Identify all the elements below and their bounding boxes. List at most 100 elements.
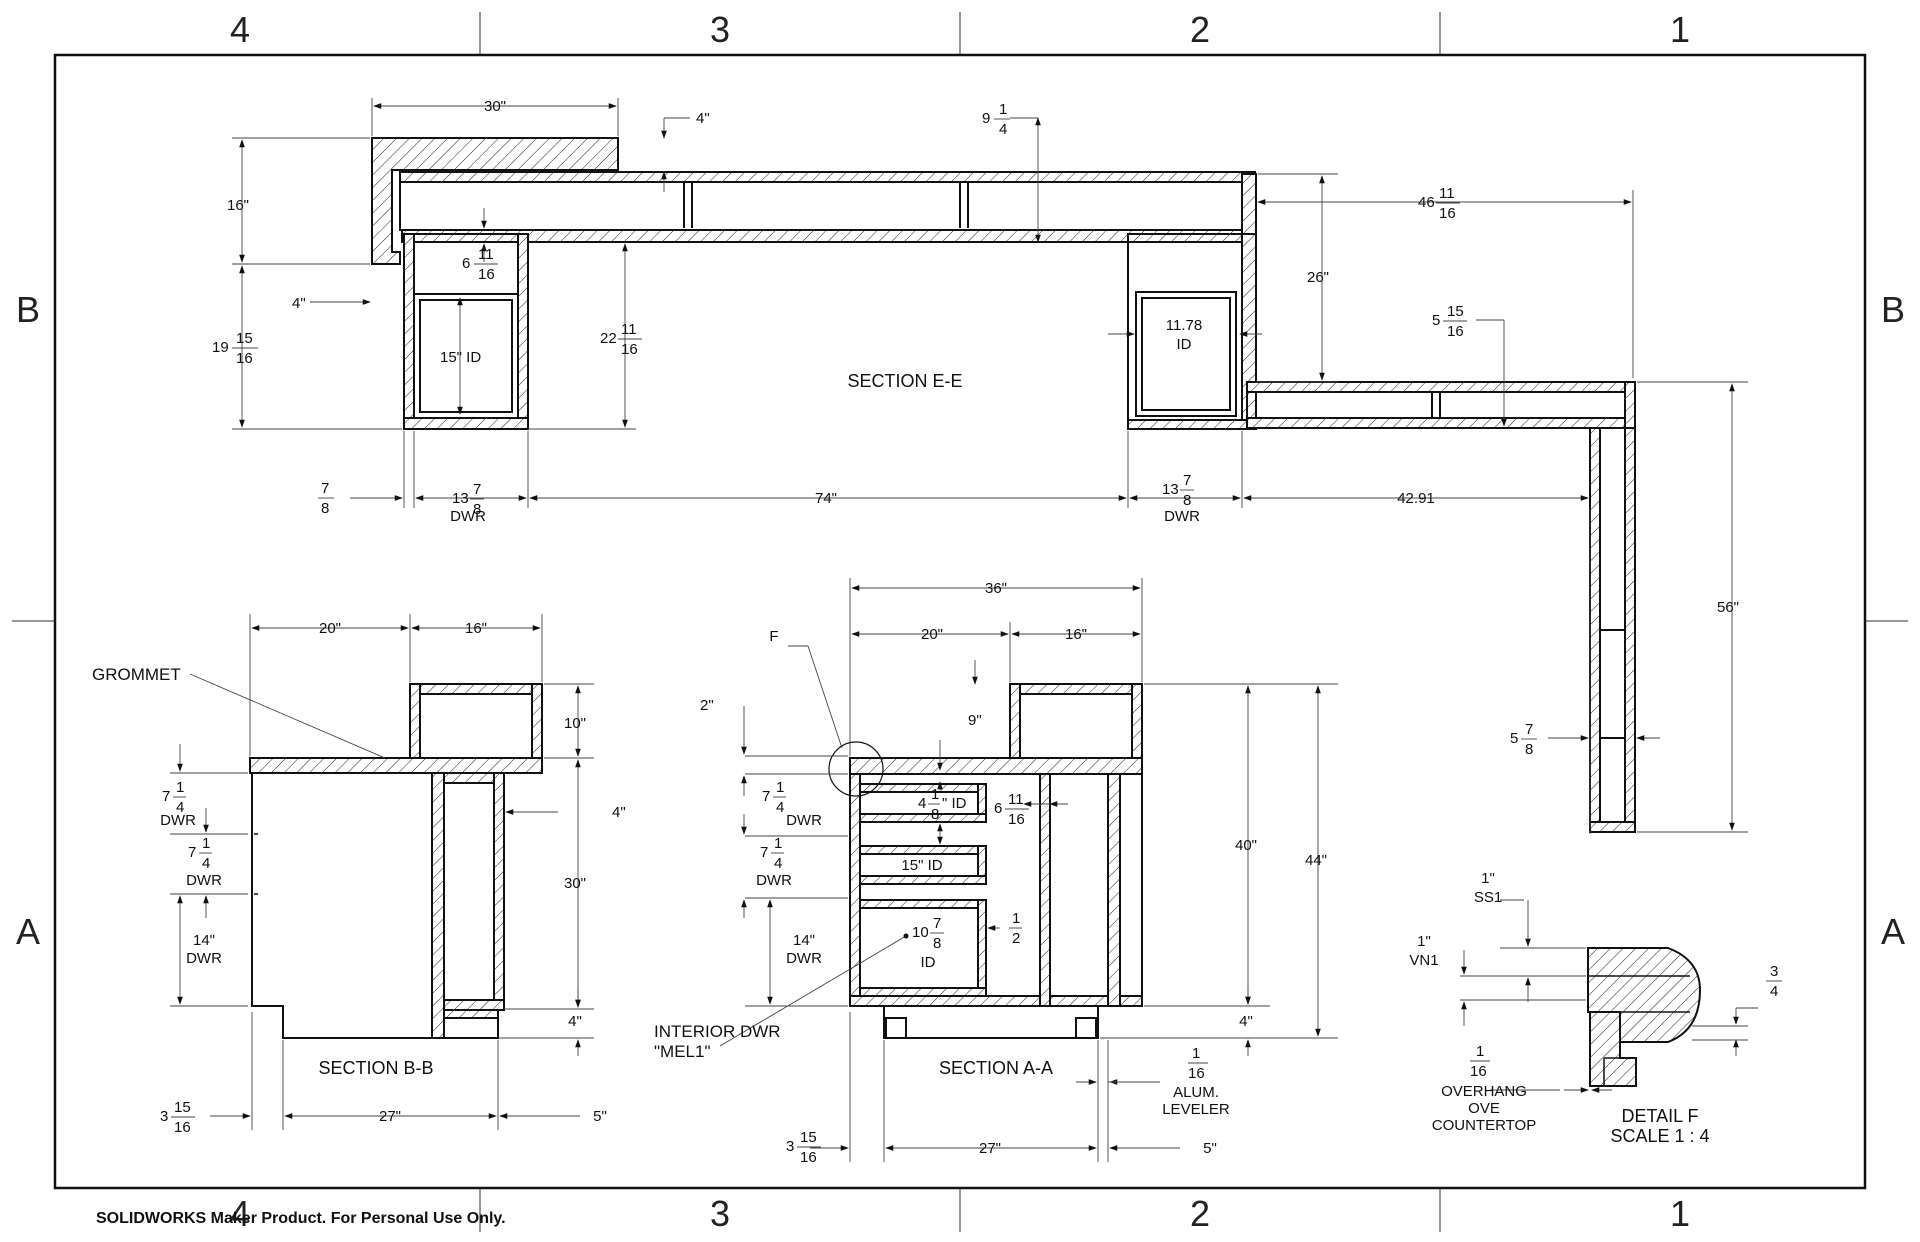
- dim-bb-14: 14": [193, 932, 215, 949]
- dim-ee-22-num: 11: [621, 321, 637, 338]
- dim-ee-22-whole: 22: [600, 330, 617, 347]
- dim-aa-3-num: 15: [800, 1129, 817, 1146]
- dim-ee-57-num: 7: [1525, 721, 1533, 738]
- dim-aa-half-den: 2: [1012, 930, 1020, 947]
- dim-ee-57-den: 8: [1525, 741, 1533, 758]
- dim-bb-dwr-1: DWR: [160, 812, 196, 829]
- zone-left-a: A: [16, 911, 40, 952]
- dim-bb-20: 20": [319, 620, 341, 637]
- dim-ee-6-num: 11: [478, 246, 494, 263]
- detail-f-title: DETAIL F: [1621, 1106, 1698, 1126]
- overhang-label: OVERHANG: [1441, 1083, 1527, 1100]
- dim-ee-13l-whole: 13: [452, 490, 469, 507]
- dim-bb-3-den: 16: [174, 1119, 191, 1136]
- dim-ee-19-num: 15: [236, 330, 253, 347]
- dim-bb-dwr-2: DWR: [186, 872, 222, 889]
- dim-ee-26: 26": [1307, 269, 1329, 286]
- dim-ee-46-whole: 46: [1418, 194, 1435, 211]
- dim-bb-10: 10": [564, 715, 586, 732]
- dim-ee-11-78: 11.78: [1166, 317, 1202, 334]
- detail-f-scale: SCALE 1 : 4: [1610, 1126, 1709, 1146]
- dim-ee-5-whole: 5: [1432, 312, 1440, 329]
- detail-f-labels: 1" SS1 1" VN1 3 4 1 16 OVERHANG OVE COUN…: [1409, 870, 1782, 1146]
- dim-aa-10-num: 7: [933, 915, 941, 932]
- countertop-label: COUNTERTOP: [1432, 1117, 1536, 1134]
- dim-aa-44: 44": [1305, 852, 1327, 869]
- dim-aa-7a-num: 1: [776, 779, 784, 796]
- section-aa-dimension-lines: [719, 578, 1338, 1162]
- dim-aa-14: 14": [793, 932, 815, 949]
- dim-aa-7b-whole: 7: [760, 844, 768, 861]
- dim-aa-4-num: 1: [931, 786, 939, 803]
- dim-aa-dwr-2: DWR: [756, 872, 792, 889]
- dim-ee-19-whole: 19: [212, 339, 229, 356]
- dim-bb-7a-num: 1: [176, 779, 184, 796]
- dim-aa-10-den: 8: [933, 935, 941, 952]
- dim-ee-13l-den: 8: [473, 501, 481, 518]
- dim-ee-30: 30": [484, 98, 506, 115]
- zone-top-2: 2: [1190, 9, 1210, 50]
- section-ee-title: SECTION E-E: [847, 371, 962, 391]
- dim-bb-3-num: 15: [174, 1099, 191, 1116]
- dim-aa-4-whole: 4: [918, 795, 926, 812]
- dim-aa-20: 20": [921, 626, 943, 643]
- zone-left-b: B: [16, 289, 40, 330]
- dim-ee-5-den: 16: [1447, 323, 1464, 340]
- dim-ee-56: 56": [1717, 599, 1739, 616]
- dim-f-16-num: 1: [1476, 1043, 1484, 1060]
- dim-ee-6-den: 16: [478, 266, 495, 283]
- dim-aa-4-den: 8: [931, 806, 939, 823]
- section-aa-title: SECTION A-A: [939, 1058, 1053, 1078]
- zone-top-1: 1: [1670, 9, 1690, 50]
- dim-aa-27: 27": [979, 1140, 1001, 1157]
- dim-aa-10-id: ID: [921, 954, 936, 971]
- dim-ee-13r-den: 8: [1183, 492, 1191, 509]
- dim-bb-4-bottom: 4": [568, 1013, 582, 1030]
- dim-ee-46-den: 16: [1439, 205, 1456, 222]
- dim-ee-4-top: 4": [696, 110, 710, 127]
- ove-label: OVE: [1468, 1100, 1500, 1117]
- vn1-value: 1": [1417, 933, 1431, 950]
- section-ee-drawing: [371, 137, 1636, 833]
- grommet-label: GROMMET: [92, 665, 181, 684]
- watermark-footer: SOLIDWORKS Maker Product. For Personal U…: [96, 1210, 506, 1227]
- dim-aa-3-whole: 3: [786, 1138, 794, 1155]
- dim-ee-78-den: 8: [321, 500, 329, 517]
- dim-ee-57-whole: 5: [1510, 730, 1518, 747]
- dim-aa-16: 16": [1065, 626, 1087, 643]
- vn1-label: VN1: [1409, 952, 1438, 969]
- zone-right-b: B: [1881, 289, 1905, 330]
- dim-ee-13r-num: 7: [1183, 472, 1191, 489]
- dim-aa-4-id: " ID: [942, 795, 967, 812]
- detail-f-callout: F: [769, 628, 778, 645]
- dim-aa-6-num: 11: [1008, 791, 1024, 808]
- dim-aa-dwr-3: DWR: [786, 950, 822, 967]
- dim-aa-9: 9": [968, 712, 982, 729]
- zone-top-3: 3: [710, 9, 730, 50]
- dim-bb-7b-num: 1: [202, 835, 210, 852]
- dim-aa-10-whole: 10: [912, 924, 929, 941]
- dim-aa-15-id: 15" ID: [901, 857, 942, 874]
- dim-aa-16th-num: 1: [1192, 1045, 1200, 1062]
- dim-aa-36: 36": [985, 580, 1007, 597]
- section-ee-labels: 30" 4" 9 1 4 16" 4" 19 15 16 6 11 16 15"…: [212, 98, 1739, 758]
- zone-bottom-3: 3: [710, 1193, 730, 1234]
- interior-mel-label: "MEL1": [654, 1042, 710, 1061]
- dim-bb-5: 5": [593, 1108, 607, 1125]
- detail-f-dimension-lines: [1460, 899, 1758, 1093]
- dim-f-34-num: 3: [1770, 963, 1778, 980]
- dim-aa-6-whole: 6: [994, 800, 1002, 817]
- section-aa-drawing: [828, 683, 1143, 1039]
- dim-ee-46-num: 11: [1439, 185, 1455, 202]
- dim-ee-6-whole: 6: [462, 255, 470, 272]
- leveler-label: LEVELER: [1162, 1101, 1230, 1118]
- dim-f-34-den: 4: [1770, 983, 1778, 1000]
- dim-bb-7b-whole: 7: [188, 844, 196, 861]
- dim-ee-16: 16": [227, 197, 249, 214]
- interior-dwr-label: INTERIOR DWR: [654, 1022, 781, 1041]
- ss1-label: SS1: [1474, 889, 1502, 906]
- zone-top-4: 4: [230, 9, 250, 50]
- dim-aa-40: 40": [1235, 837, 1257, 854]
- section-bb-title: SECTION B-B: [318, 1058, 433, 1078]
- dim-ee-15-id: 15" ID: [440, 349, 481, 366]
